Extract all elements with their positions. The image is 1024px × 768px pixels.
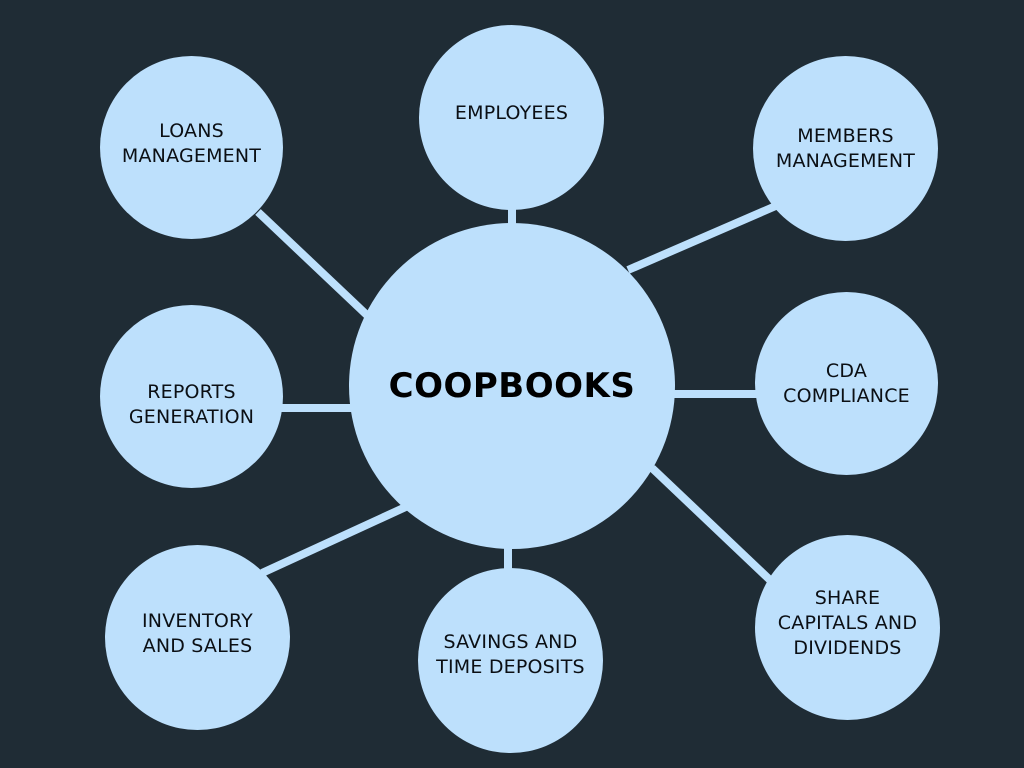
node-inventory-sales-label: INVENTORY AND SALES (142, 609, 253, 657)
node-loans-management: LOANS MANAGEMENT (100, 56, 283, 239)
node-members-management: MEMBERS MANAGEMENT (753, 56, 938, 241)
node-share-capitals-dividends: SHARE CAPITALS AND DIVIDENDS (755, 535, 940, 720)
node-members-management-label: MEMBERS MANAGEMENT (775, 124, 916, 172)
center-node: COOPBOOKS (349, 223, 675, 549)
node-cda-compliance-label: CDA COMPLIANCE (783, 359, 910, 407)
node-savings-time-deposits-label: SAVINGS AND TIME DEPOSITS (436, 630, 585, 678)
node-reports-generation-label: REPORTS GENERATION (128, 380, 255, 428)
node-share-capitals-dividends-label: SHARE CAPITALS AND DIVIDENDS (777, 587, 918, 659)
connector-inventory (260, 501, 412, 577)
node-cda-compliance: CDA COMPLIANCE (755, 292, 938, 475)
connector-loans (255, 209, 373, 321)
center-title: COOPBOOKS (388, 366, 636, 406)
node-loans-management-label: LOANS MANAGEMENT (121, 119, 262, 167)
connector-share (649, 465, 773, 583)
node-savings-time-deposits: SAVINGS AND TIME DEPOSITS (418, 568, 603, 753)
node-employees: EMPLOYEES (419, 25, 604, 210)
connector-members (626, 201, 780, 274)
node-employees-label: EMPLOYEES (454, 102, 569, 124)
node-reports-generation: REPORTS GENERATION (100, 305, 283, 488)
node-inventory-sales: INVENTORY AND SALES (105, 545, 290, 730)
